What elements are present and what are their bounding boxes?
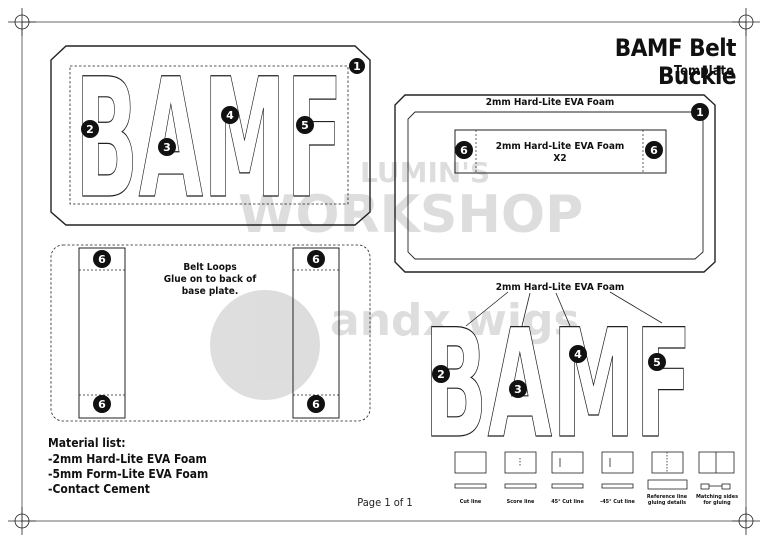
svg-text:6: 6 — [98, 398, 106, 411]
page-subtitle: Template — [673, 64, 734, 79]
svg-text:2: 2 — [437, 368, 445, 381]
watermark-line2: WORKSHOP — [238, 185, 583, 245]
foam-letters-label: 2mm Hard-Lite EVA Foam — [495, 282, 625, 293]
foam-letters: BAMF — [423, 297, 692, 472]
marker-3a: 3 — [158, 138, 176, 156]
legend-label: 45° Cut line — [551, 499, 584, 505]
marker-6b: 6 — [645, 141, 663, 159]
marker-5b: 5 — [648, 353, 666, 371]
belt-loop-area — [50, 244, 371, 422]
svg-text:1: 1 — [696, 106, 704, 119]
marker-1b: 1 — [691, 103, 709, 121]
svg-text:4: 4 — [574, 348, 582, 361]
legend-label: Reference line gluing details — [646, 494, 688, 506]
svg-text:5: 5 — [301, 119, 309, 132]
marker-6a: 6 — [455, 141, 473, 159]
page-title: BAMF Belt Buckle — [614, 34, 737, 90]
marker-3b: 3 — [509, 380, 527, 398]
svg-text:1: 1 — [353, 60, 361, 73]
marker-6e: 6 — [307, 250, 325, 268]
plate-letters: BAMF — [74, 42, 343, 235]
material-item: -2mm Hard-Lite EVA Foam — [48, 452, 207, 466]
svg-text:4: 4 — [226, 109, 234, 122]
foam-top-label: 2mm Hard-Lite EVA Foam — [485, 97, 615, 108]
belt-loops-line3: base plate. — [181, 286, 239, 297]
svg-text:6: 6 — [98, 253, 106, 266]
foam-inner-label-line1: 2mm Hard-Lite EVA Foam — [495, 141, 625, 152]
svg-text:6: 6 — [312, 398, 320, 411]
bamf-plate — [50, 45, 371, 226]
marker-6d: 6 — [93, 395, 111, 413]
svg-text:6: 6 — [460, 144, 468, 157]
legend-label: Matching sides for gluing — [695, 494, 739, 506]
page-number: Page 1 of 1 — [357, 496, 413, 509]
svg-text:2: 2 — [86, 123, 94, 136]
material-item: -5mm Form-Lite EVA Foam — [48, 467, 209, 481]
watermark-brand: andx wigs — [330, 295, 580, 346]
markers: 1 2 3 4 5 1 6 6 6 6 6 6 2 3 4 5 — [81, 58, 709, 413]
belt-loops-line1: Belt Loops — [183, 262, 237, 273]
legend-label: Score line — [506, 499, 535, 505]
marker-6f: 6 — [307, 395, 325, 413]
svg-text:3: 3 — [163, 141, 171, 154]
svg-text:6: 6 — [650, 144, 658, 157]
plate-letters-text: BAMF — [75, 43, 343, 235]
foam-inner-label-line2: X2 — [553, 153, 567, 164]
material-list-heading: Material list: — [48, 436, 126, 450]
marker-4a: 4 — [221, 106, 239, 124]
marker-6c: 6 — [93, 250, 111, 268]
marker-2b: 2 — [432, 365, 450, 383]
marker-5a: 5 — [296, 116, 314, 134]
belt-loops-line2: Glue on to back of — [163, 274, 257, 285]
legend-label: -45° Cut line — [600, 499, 635, 505]
marker-2a: 2 — [81, 120, 99, 138]
legend-icons — [454, 451, 735, 490]
page-border — [21, 21, 747, 522]
crop-marks — [8, 8, 760, 535]
svg-text:BAMF: BAMF — [424, 298, 692, 472]
marker-1a: 1 — [349, 58, 365, 74]
marker-4b: 4 — [569, 345, 587, 363]
svg-text:6: 6 — [312, 253, 320, 266]
foam-arrows — [465, 291, 663, 327]
svg-text:5: 5 — [653, 356, 661, 369]
legend-label: Cut line — [459, 499, 482, 505]
material-item: -Contact Cement — [48, 482, 150, 496]
svg-text:3: 3 — [514, 383, 522, 396]
